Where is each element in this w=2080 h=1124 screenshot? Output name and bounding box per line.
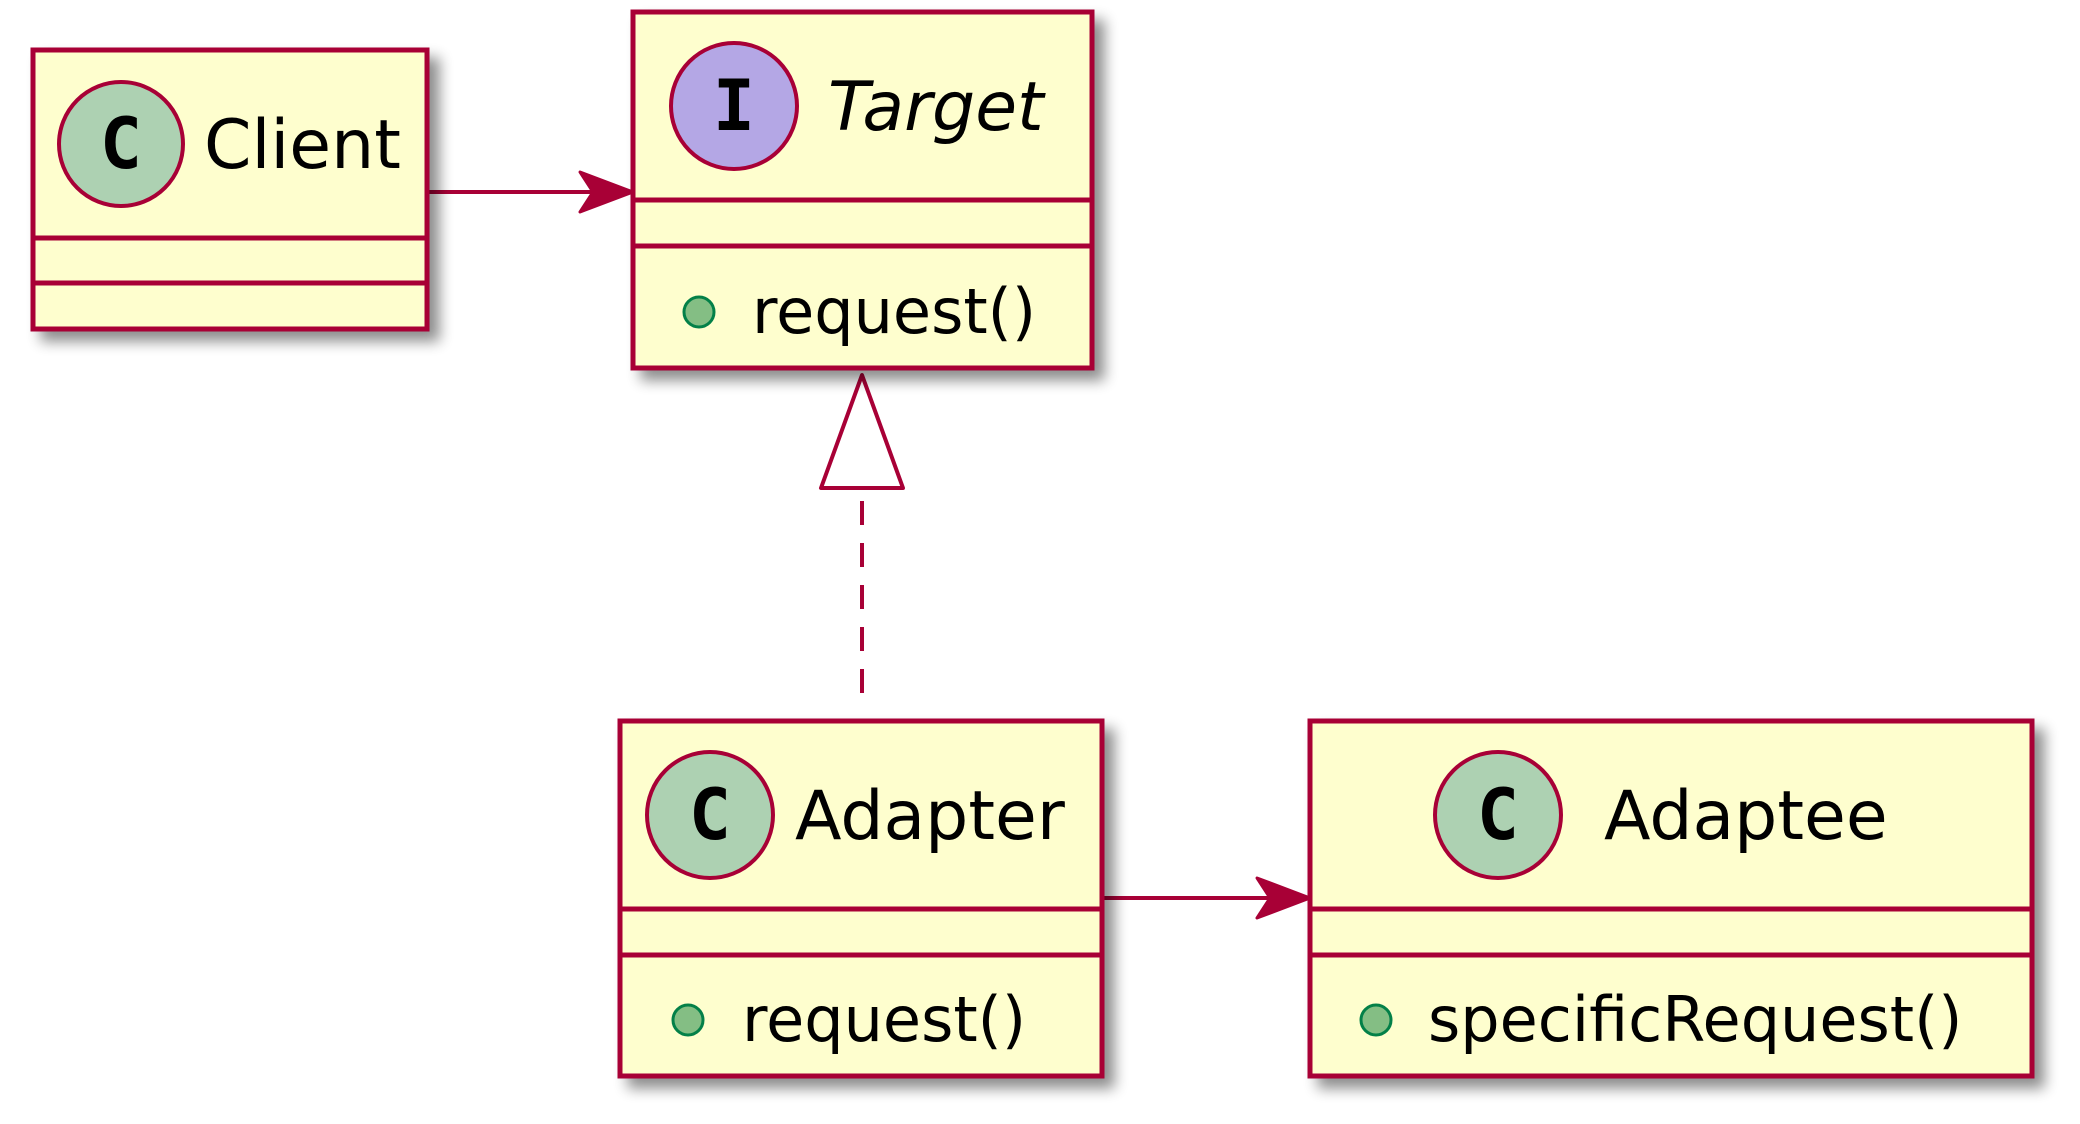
public-visibility-icon [1359,1003,1393,1037]
relation-adapter-adaptee [1102,876,1312,920]
public-visibility-icon [682,295,716,329]
member-adaptee-specificrequest: specificRequest() [1359,983,1962,1056]
class-name-adaptee: Adaptee [1604,777,1888,856]
relation-adapter-target [819,373,905,693]
public-visibility-icon [671,1003,705,1037]
relation-client-target [427,170,635,214]
arrowhead-icon [1255,876,1312,920]
member-text: request() [742,983,1026,1056]
arrowhead-icon [578,170,635,214]
class-adaptee-header: C Adaptee [1433,750,1888,880]
class-name-client: Client [204,106,401,185]
class-badge-icon [645,750,775,880]
class-name-adapter: Adapter [795,777,1065,856]
member-target-request: request() [682,275,1036,348]
member-adapter-request: request() [671,983,1026,1056]
class-badge-icon [1433,750,1563,880]
class-badge-letter: C [689,774,731,856]
class-client-header: C Client [57,80,401,208]
class-badge-icon [57,80,185,208]
member-text: specificRequest() [1428,983,1962,1056]
member-text: request() [752,275,1036,348]
class-badge-letter: C [1477,774,1519,856]
class-badge-letter: C [100,103,142,185]
class-name-target: Target [828,68,1046,147]
realization-triangle-icon [819,373,905,490]
class-adaptee[interactable] [1307,718,2035,1079]
interface-badge-icon [669,41,799,171]
class-target-header: I Target [669,41,1046,171]
interface-badge-letter: I [713,65,755,147]
class-adapter-header: C Adapter [645,750,1065,880]
